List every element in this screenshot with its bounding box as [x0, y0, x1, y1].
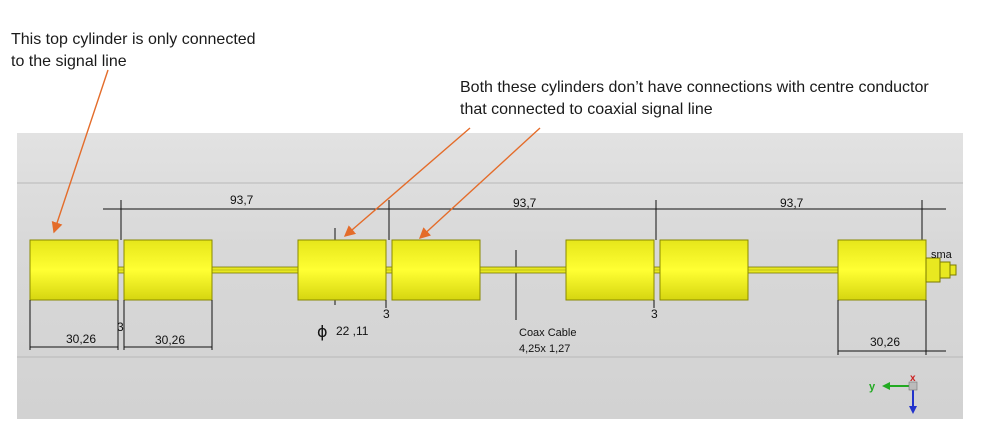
- cylinder-2: [123, 239, 213, 301]
- pitch-label-2: 93,7: [513, 196, 537, 210]
- middle-cylinders-annotation: Both these cylinders don’t have connecti…: [460, 79, 929, 118]
- diameter-symbol: ϕ: [317, 322, 328, 341]
- arrow-to-cylinder-1: [51, 69, 109, 234]
- gap-label-3: 3: [651, 307, 658, 321]
- coax-cable-dimensions: 4,25x 1,27: [519, 343, 570, 355]
- cylinders: [29, 239, 927, 301]
- diameter-label: 22 ,11: [336, 324, 369, 338]
- axis-triad: x: [882, 373, 918, 414]
- cylinder-6: [659, 239, 749, 301]
- svg-text:x: x: [910, 373, 916, 384]
- arrow-to-cylinder-4: [418, 127, 541, 239]
- length-label-2: 30,26: [155, 333, 185, 347]
- cylinder-5: [565, 239, 655, 301]
- coax-cable-label: Coax Cable: [519, 327, 576, 339]
- length-label-1: 30,26: [66, 332, 96, 346]
- sma-connector: [925, 257, 957, 283]
- cylinder-4: [391, 239, 481, 301]
- callout-arrows: [51, 69, 541, 239]
- pitch-label-3: 93,7: [780, 196, 804, 210]
- gap-label-1: 3: [117, 320, 124, 334]
- cylinder-3: [297, 239, 387, 301]
- arrow-to-cylinder-3: [343, 127, 471, 237]
- top-cylinder-annotation: This top cylinder is only connected to t…: [11, 31, 256, 70]
- pitch-label-1: 93,7: [230, 193, 254, 207]
- gap-label-2: 3: [383, 307, 390, 321]
- cylinder-1: [29, 239, 119, 301]
- axis-y-label: y: [869, 381, 876, 393]
- length-dimensions: [29, 300, 946, 355]
- cylinder-7: [837, 239, 927, 301]
- sma-label: sma: [931, 249, 953, 261]
- length-label-3: 30,26: [870, 335, 900, 349]
